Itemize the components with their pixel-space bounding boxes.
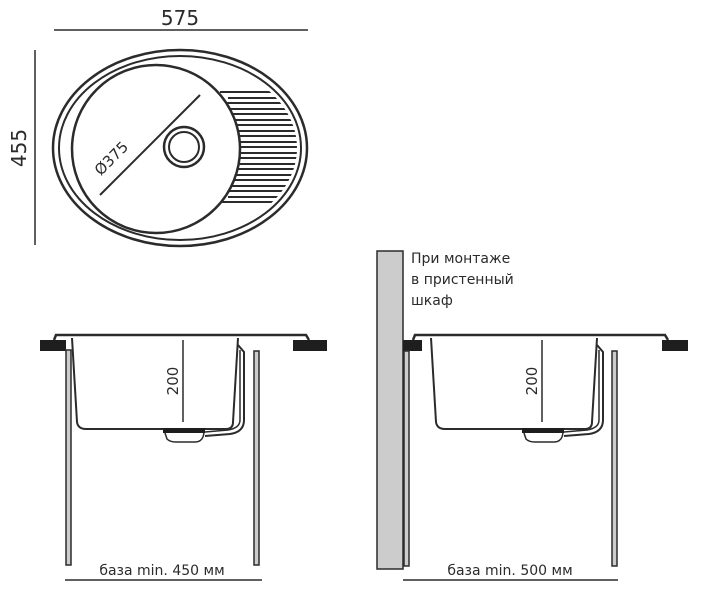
bowl-depth-label: 200: [523, 367, 541, 396]
countertop-right: [662, 340, 688, 351]
bowl-circle: [70, 63, 242, 235]
cabinet-wall-right: [253, 350, 260, 566]
bowl-depth-label: 200: [164, 367, 182, 396]
side-view-base: 200 база min. 450 мм: [40, 333, 327, 581]
cabinet-wall-left: [403, 350, 410, 567]
sink-inner-rim: [58, 55, 302, 241]
note-line-2: в пристенный: [411, 272, 514, 288]
note-line-3: шкаф: [411, 293, 453, 309]
top-view: 575 455 Ø375: [7, 6, 309, 248]
base-width-label: база min. 500 мм: [447, 563, 572, 579]
note-line-1: При монтаже: [411, 251, 510, 267]
drain-inner-icon: [168, 131, 200, 163]
countertop-right: [293, 340, 327, 351]
drain-outer-icon: [162, 125, 206, 169]
diameter-line: [99, 94, 201, 196]
cabinet-wall-left: [65, 349, 72, 566]
countertop-left: [40, 340, 66, 351]
wall: [376, 250, 404, 570]
base-width-label: база min. 450 мм: [99, 563, 224, 579]
cabinet-wall-right: [611, 350, 618, 567]
side-view-wall: При монтаже в пристенный шкаф 200 база m…: [376, 250, 688, 581]
depth-label: 455: [7, 129, 31, 167]
sink-outer-rim: [51, 48, 309, 248]
countertop-left: [403, 340, 422, 351]
width-label: 575: [161, 6, 199, 30]
drainboard-grooves: [220, 91, 297, 203]
